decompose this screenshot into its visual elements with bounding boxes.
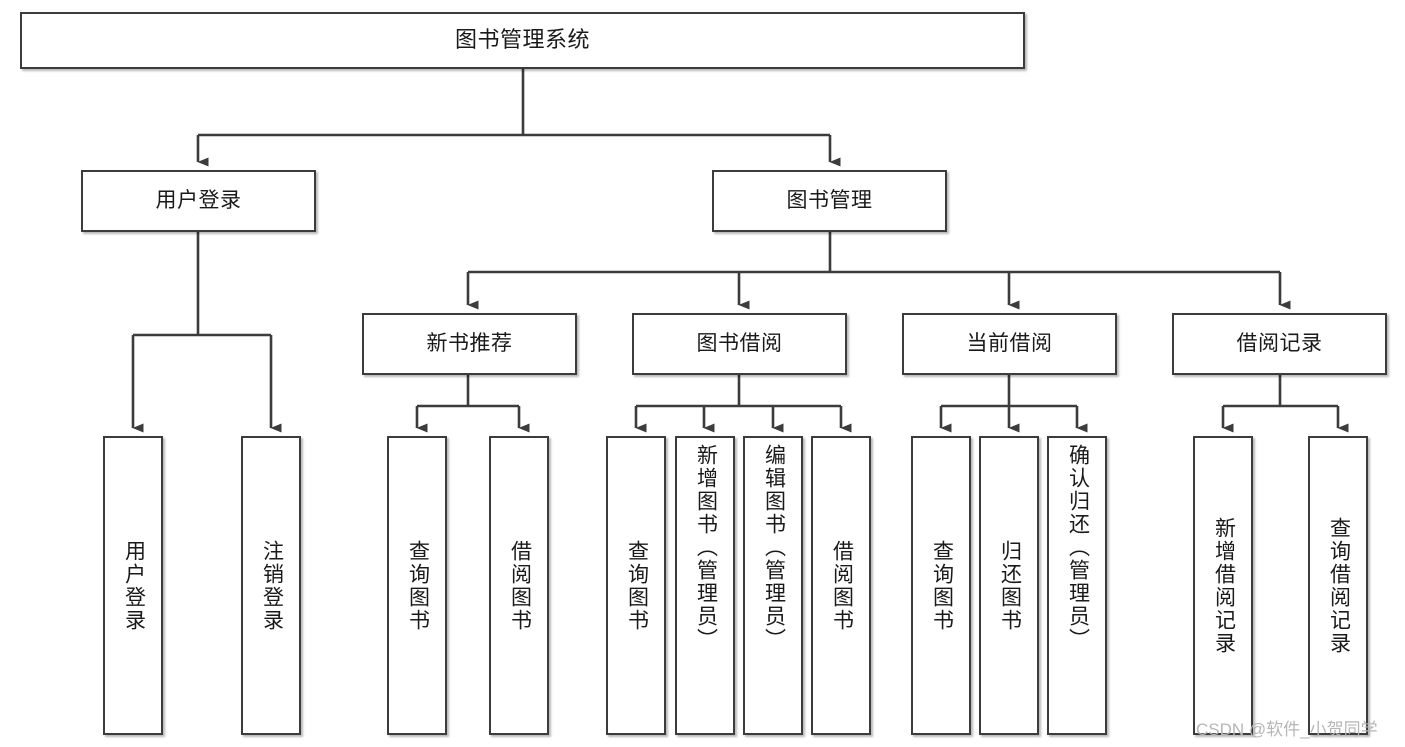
node-leaf-add-book[interactable]: 新增图书（管理员） bbox=[675, 436, 735, 735]
node-leaf-query-borrow-record[interactable]: 查询借阅记录 bbox=[1308, 436, 1368, 735]
node-leaf-add-borrow-record[interactable]: 新增借阅记录 bbox=[1193, 436, 1253, 735]
csdn-watermark: CSDN @软件_小贺同学 bbox=[1196, 720, 1378, 739]
node-borrow-record[interactable]: 借阅记录 bbox=[1172, 313, 1387, 375]
node-leaf-user-login[interactable]: 用户登录 bbox=[103, 436, 163, 735]
node-leaf-query-book-current[interactable]: 查询图书 bbox=[911, 436, 971, 735]
node-label: 查询图书 bbox=[625, 539, 649, 632]
node-user-login[interactable]: 用户登录 bbox=[81, 170, 316, 232]
node-book-borrow[interactable]: 图书借阅 bbox=[632, 313, 847, 375]
node-current-borrow[interactable]: 当前借阅 bbox=[902, 313, 1117, 375]
node-label: 用户登录 bbox=[155, 189, 242, 213]
node-label: 借阅图书 bbox=[508, 539, 532, 632]
node-new-book-recommend[interactable]: 新书推荐 bbox=[362, 313, 577, 375]
node-label: 查询图书 bbox=[930, 539, 954, 632]
node-book-management[interactable]: 图书管理 bbox=[712, 170, 947, 232]
node-label: 用户登录 bbox=[122, 539, 146, 632]
node-label: 编辑图书（管理员） bbox=[762, 444, 786, 651]
node-leaf-borrow-book[interactable]: 借阅图书 bbox=[811, 436, 871, 735]
node-label: 借阅记录 bbox=[1236, 332, 1323, 356]
node-label: 新增图书（管理员） bbox=[694, 444, 718, 651]
node-leaf-edit-book[interactable]: 编辑图书（管理员） bbox=[743, 436, 803, 735]
node-book-management-system[interactable]: 图书管理系统 bbox=[20, 12, 1025, 69]
node-label: 归还图书 bbox=[998, 539, 1022, 632]
node-label: 图书借阅 bbox=[696, 332, 783, 356]
node-label: 当前借阅 bbox=[966, 332, 1053, 356]
node-label: 确认归还（管理员） bbox=[1066, 444, 1090, 651]
node-leaf-query-book-borrow[interactable]: 查询图书 bbox=[606, 436, 666, 735]
node-leaf-return-book[interactable]: 归还图书 bbox=[979, 436, 1039, 735]
node-label: 借阅图书 bbox=[830, 539, 854, 632]
node-leaf-confirm-return[interactable]: 确认归还（管理员） bbox=[1047, 436, 1107, 735]
node-label: 新书推荐 bbox=[426, 332, 513, 356]
node-label: 注销登录 bbox=[260, 539, 284, 632]
node-leaf-borrow-book-recommend[interactable]: 借阅图书 bbox=[489, 436, 549, 735]
node-label: 图书管理系统 bbox=[454, 27, 590, 53]
node-leaf-logout-login[interactable]: 注销登录 bbox=[241, 436, 301, 735]
node-label: 新增借阅记录 bbox=[1212, 516, 1236, 655]
node-label: 查询借阅记录 bbox=[1327, 516, 1351, 655]
node-label: 查询图书 bbox=[406, 539, 430, 632]
node-label: 图书管理 bbox=[786, 189, 873, 213]
node-leaf-query-book-recommend[interactable]: 查询图书 bbox=[387, 436, 447, 735]
